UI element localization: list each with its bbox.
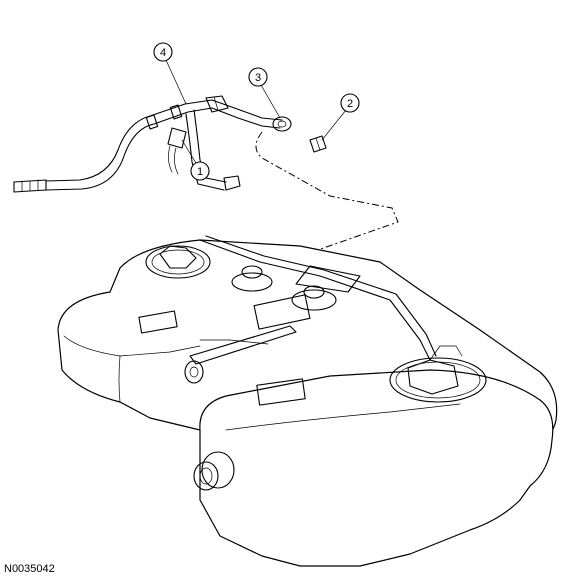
fuel-pump-module-left [145,245,211,279]
fuel-tank [57,239,558,567]
callout-2: 2 [321,93,360,141]
quick-connect-fitting [272,116,292,132]
callout-label-1: 1 [197,166,203,178]
callout-4: 4 [153,42,187,105]
callout-3: 3 [248,67,281,119]
tube-end-fitting [309,135,327,153]
callout-1: 1 [181,139,210,181]
vapor-tube-assembly [13,95,283,193]
routing-dashed-line [255,131,399,259]
tank-fuel-line [199,235,437,361]
figure-reference-code: N0035042 [4,563,55,575]
callout-label-4: 4 [160,47,166,59]
callout-label-2: 2 [347,98,353,110]
vent-valve [231,265,337,311]
filler-neck [193,451,235,491]
callout-label-3: 3 [255,72,261,84]
